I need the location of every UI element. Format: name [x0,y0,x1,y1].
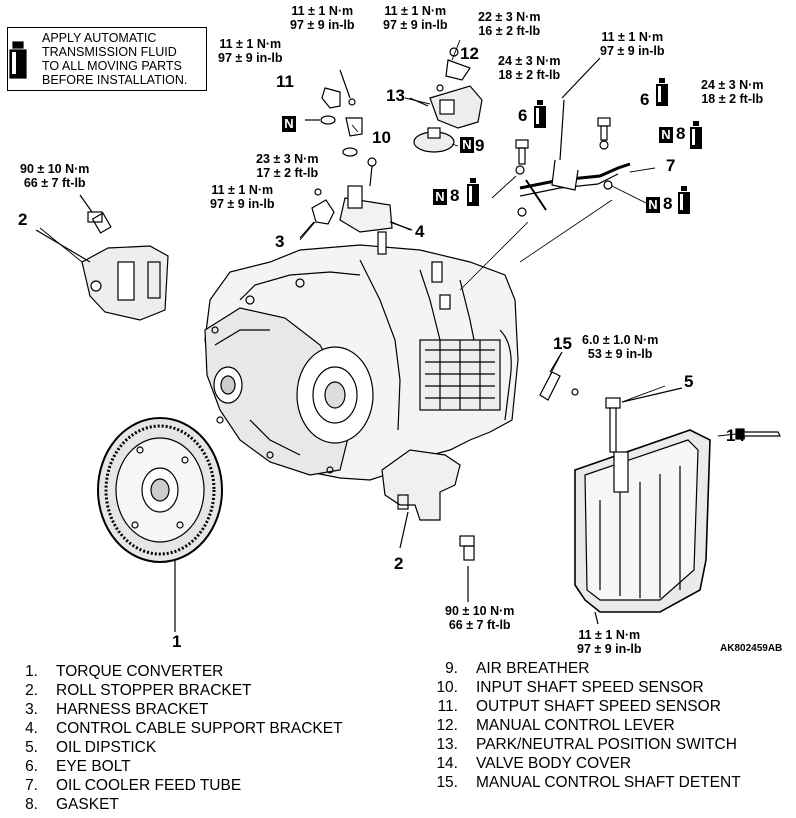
callout-9: 9 [475,136,485,155]
note-line: APPLY AUTOMATIC [42,31,157,45]
harness-bracket [299,188,335,239]
callout-13: 13 [386,86,405,105]
legend-item: 6.EYE BOLT [25,758,131,775]
legend-item: 2.ROLL STOPPER BRACKET [25,682,252,699]
n-marker: N [460,136,474,154]
fluid-bottle-icon [467,178,479,206]
legend-item: 7.OIL COOLER FEED TUBE [25,777,242,794]
callout-14: 14 [726,426,745,445]
legend-right: 9.AIR BREATHER 10.INPUT SHAFT SPEED SENS… [420,659,741,792]
park-neutral-switch [409,47,483,129]
callout-3: 3 [275,232,285,251]
note-line: BEFORE INSTALLATION. [42,73,188,87]
callout-10: 10 [372,128,391,147]
fluid-bottle-icon [690,121,702,149]
callout-6: 6 [640,90,650,109]
legend-item: 13.PARK/NEUTRAL POSITION SWITCH [436,736,737,753]
roll-stopper-bracket-upper [35,194,169,321]
legend-item: 5.OIL DIPSTICK [25,739,157,756]
detent-spring [539,351,579,401]
callout-2: 2 [394,554,404,573]
note-line: TRANSMISSION FLUID [42,45,177,59]
legend-item: 15.MANUAL CONTROL SHAFT DETENT [436,774,741,791]
legend-item: 14.VALVE BODY COVER [436,755,632,772]
legend-item: 10.INPUT SHAFT SPEED SENSOR [436,679,704,696]
fluid-bottle-icon [656,78,668,106]
callout-2: 2 [18,210,28,229]
fluid-bottle-icon [9,41,27,79]
callout-5: 5 [684,372,694,391]
fluid-note-box: APPLY AUTOMATIC TRANSMISSION FLUID TO AL… [7,27,207,91]
oil-cooler-feed-tube [459,57,631,291]
fluid-bottle-icon [678,186,690,214]
legend-item: 1.TORQUE CONVERTER [25,663,224,680]
legend-item: 12.MANUAL CONTROL LEVER [436,717,675,734]
callout-6: 6 [518,106,528,125]
figure-code: AK802459AB [720,643,783,654]
leader-lines [39,39,737,437]
callout-15: 15 [553,334,572,353]
legend-left: 1.TORQUE CONVERTER 2.ROLL STOPPER BRACKE… [0,662,343,814]
transmission-case [204,231,519,521]
fluid-bottle-icon [534,100,546,128]
note-line: TO ALL MOVING PARTS [42,59,182,73]
legend-item: 9.AIR BREATHER [445,660,590,677]
legend-item: 11.OUTPUT SHAFT SPEED SENSOR [437,698,721,715]
air-breather [413,127,455,153]
control-cable-bracket [339,157,413,233]
callout-4: 4 [415,222,425,241]
callout-11: 11 [276,72,294,91]
lower-bolt [399,511,475,602]
legend-item: 8.GASKET [25,796,119,813]
n-marker: N [282,115,296,133]
callout-12: 12 [460,44,479,63]
callout-7: 7 [666,156,676,175]
legend-item: 4.CONTROL CABLE SUPPORT BRACKET [25,720,343,737]
valve-body-cover [574,387,781,625]
torque-converter [97,417,223,632]
callout-1: 1 [172,632,182,651]
legend-item: 3.HARNESS BRACKET [25,701,209,718]
